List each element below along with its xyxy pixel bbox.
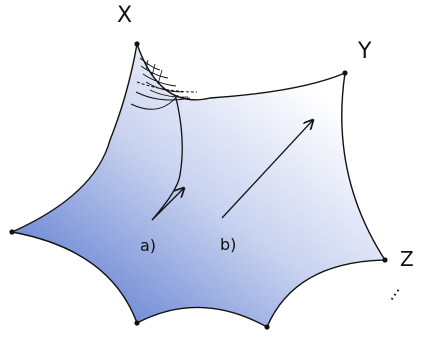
vertex-y-dot [342,70,348,76]
vertex-z-dot [382,257,388,263]
path-label-b: b) [220,235,236,254]
vertex-x-dot [134,41,140,47]
ideal-polygon [9,41,387,328]
vertex-label-z: Z [400,247,414,271]
continuation-dots: ... [379,280,403,303]
path-a-curve [151,97,183,221]
vertex-left-dot [9,229,15,235]
vertex-bottom-left-dot [134,320,140,326]
path-a-arrow [151,188,184,221]
cusp-horocycles [130,81,198,110]
path-b-arrow [221,120,313,219]
vertex-label-y: Y [357,39,372,64]
cusp-hatching [139,57,189,98]
vertex-dots [9,41,388,330]
vertex-bottom-right-dot [264,324,270,330]
vertex-label-x: X [117,3,132,28]
path-label-a: a) [140,236,156,255]
